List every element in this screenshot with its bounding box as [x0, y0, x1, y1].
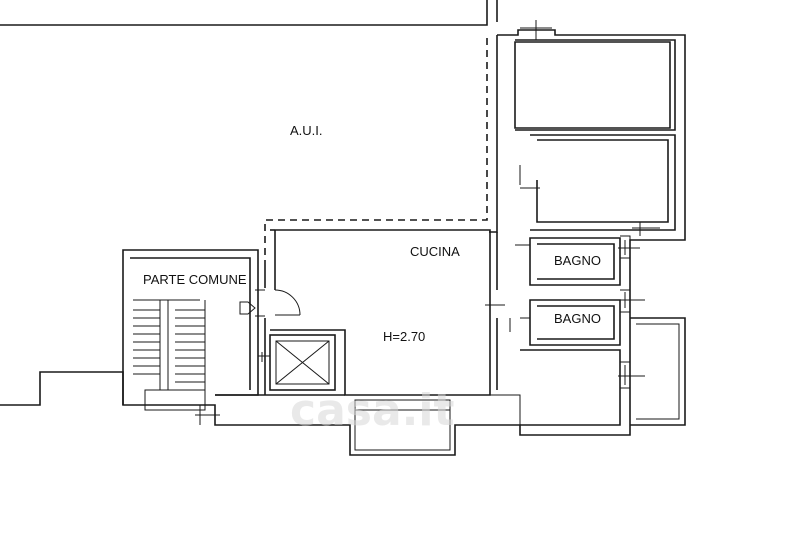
- top-window-mark: [520, 20, 552, 40]
- aui-area-boundary: [0, 0, 498, 260]
- height-label: H=2.70: [383, 329, 425, 344]
- cucina-label: CUCINA: [410, 244, 460, 259]
- bathroom-1: [529, 235, 640, 286]
- balcony: [630, 317, 686, 426]
- bottom-window: [215, 394, 521, 451]
- bedroom-middle: [519, 134, 676, 236]
- bedroom-upper: [514, 41, 671, 129]
- parte-comune-label: PARTE COMUNE: [143, 272, 247, 287]
- bathroom-2: [529, 289, 645, 346]
- bedroom-lower: [520, 349, 645, 426]
- bagno-2-label: BAGNO: [554, 311, 601, 326]
- aui-label: A.U.I.: [290, 123, 323, 138]
- elevator-shaft: [258, 334, 336, 391]
- corridor-doors: [485, 232, 530, 390]
- bagno-1-label: BAGNO: [554, 253, 601, 268]
- watermark: casa.it: [290, 385, 454, 436]
